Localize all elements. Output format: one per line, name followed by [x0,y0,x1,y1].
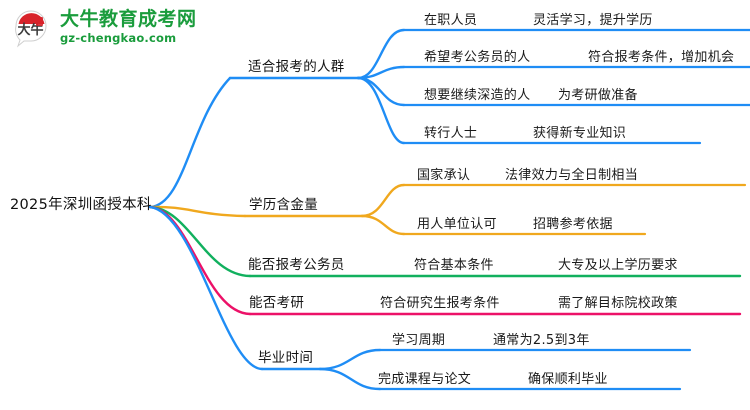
connector-branch-1-leaf-1 [356,28,406,80]
leaf-label-4-1[interactable]: 符合研究生报考条件 [380,296,500,311]
connector-root-branch-4 [148,205,252,316]
leaf-desc-4-1[interactable]: 需了解目标院校政策 [558,296,678,311]
branch-label-5[interactable]: 毕业时间 [258,350,314,366]
leaf-desc-1-2[interactable]: 符合报考条件，增加机会 [588,50,735,65]
leaf-desc-2-2[interactable]: 招聘参考依据 [533,217,613,232]
connector-branch-2-leaf-2 [360,214,406,236]
logo-site-url: gz-chengkao.com [60,31,177,45]
leaf-label-5-1[interactable]: 学习周期 [392,333,446,348]
logo-mark-icon: 大牛 [15,10,47,48]
branch-label-1[interactable]: 适合报考的人群 [248,59,345,75]
leaf-desc-3-1[interactable]: 大专及以上学历要求 [558,258,678,273]
site-logo: 大牛 大牛教育成考网 gz-chengkao.com [14,8,224,50]
leaf-label-3-1[interactable]: 符合基本条件 [414,258,494,273]
leaf-desc-1-3[interactable]: 为考研做准备 [558,88,638,103]
connector-branch-1-leaf-2 [356,65,406,80]
connector-root-branch-1 [148,76,232,209]
logo-brand-name: 大牛教育成考网 [60,8,197,30]
connector-root-branch-2 [148,205,247,218]
leaf-desc-2-1[interactable]: 法律效力与全日制相当 [505,168,639,183]
leaf-label-2-2[interactable]: 用人单位认可 [417,217,497,232]
connector-branch-1-leaf-4 [356,76,406,145]
leaf-label-1-1[interactable]: 在职人员 [424,13,478,28]
leaf-desc-5-1[interactable]: 通常为2.5到3年 [493,333,590,348]
leaf-label-2-1[interactable]: 国家承认 [417,168,471,183]
leaf-desc-1-1[interactable]: 灵活学习，提升学历 [533,13,653,28]
logo-text-block: 大牛教育成考网 gz-chengkao.com [60,8,225,46]
branch-label-2[interactable]: 学历含金量 [249,197,318,213]
leaf-label-1-3[interactable]: 想要继续深造的人 [424,88,531,103]
leaf-desc-1-4[interactable]: 获得新专业知识 [533,126,627,141]
connector-branch-5-leaf-2 [318,367,382,391]
leaf-label-1-2[interactable]: 希望考公务员的人 [424,50,531,65]
connector-branch-1-leaf-3 [356,76,406,107]
leaf-label-1-4[interactable]: 转行人士 [424,126,478,141]
leaf-label-5-2[interactable]: 完成课程与论文 [378,372,472,387]
branch-label-3[interactable]: 能否报考公务员 [248,257,345,273]
connector-root-branch-5 [148,205,264,371]
leaf-desc-5-2[interactable]: 确保顺利毕业 [528,372,608,387]
connector-root-branch-3 [148,205,252,278]
connector-branch-2-leaf-1 [360,183,406,218]
connector-branch-5-leaf-1 [318,348,382,371]
root-node-label[interactable]: 2025年深圳函授本科 [10,197,152,213]
branch-label-4[interactable]: 能否考研 [249,295,305,311]
